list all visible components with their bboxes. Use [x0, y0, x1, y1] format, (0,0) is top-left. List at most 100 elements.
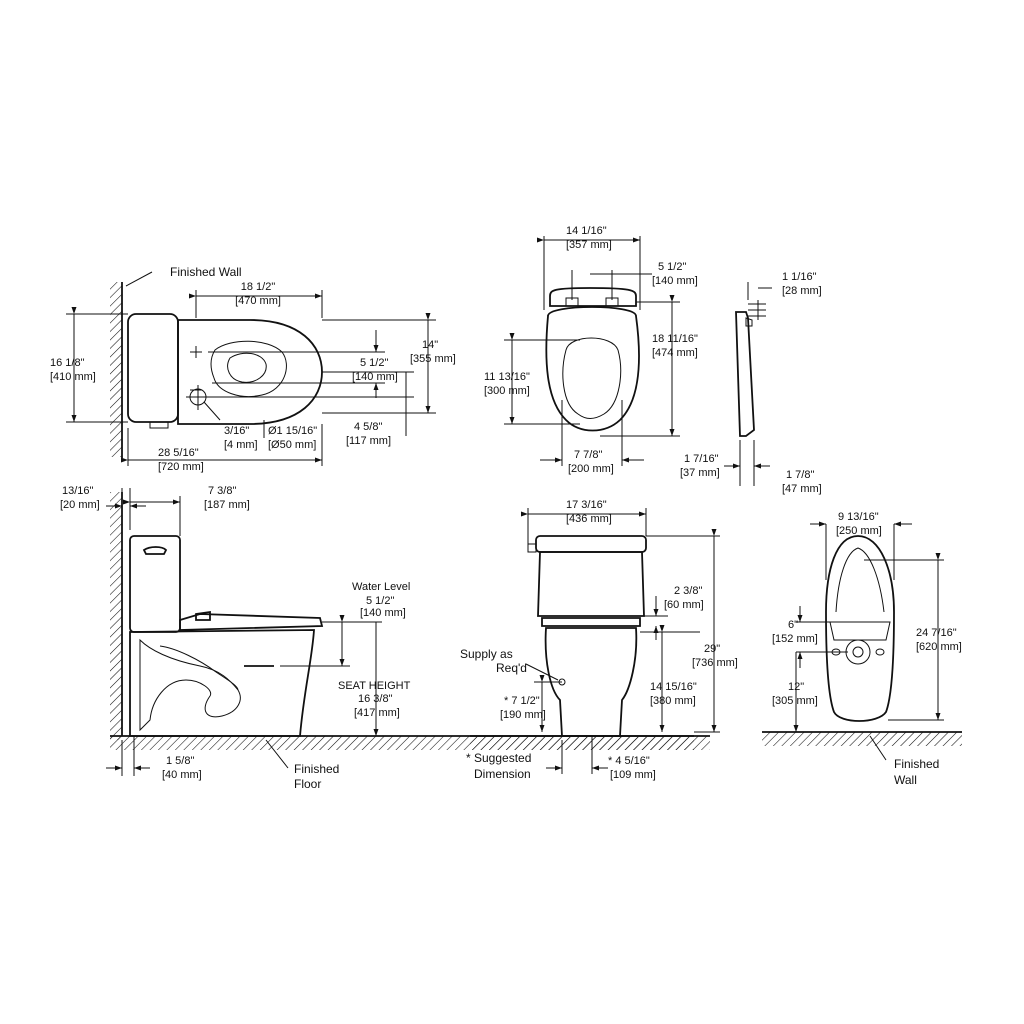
bowl-outline-top [177, 319, 323, 425]
tank-lid-front [535, 535, 647, 553]
rear-outlet [845, 639, 871, 665]
seat-side-view: 1 1/16" [28 mm] 1 7/16" [37 mm] 1 7/8" [… [680, 271, 822, 495]
suggested-label-2: Dimension [474, 767, 531, 781]
dim-seat-side-top: 1 1/16" [782, 271, 817, 283]
floor-hatch-front [470, 736, 694, 750]
seat-hinge-top [549, 287, 637, 307]
seat-profile [735, 311, 755, 437]
dim-rear-width-mm: [250 mm] [836, 525, 882, 537]
dim-front-width-mm: [436 mm] [566, 513, 612, 525]
tank-valve [149, 421, 169, 429]
water-level-label: Water Level [352, 581, 410, 593]
trapway [139, 638, 241, 732]
dim-seat-hinge: 5 1/2" [658, 261, 686, 273]
seat-profile-hinge [745, 317, 753, 327]
dim-base-offset-mm: [40 mm] [162, 769, 202, 781]
rear-tank-curve [835, 547, 885, 613]
dim-total-length-mm: [720 mm] [158, 461, 204, 473]
dim-hole-spacing-mm: [140 mm] [352, 371, 398, 383]
dim-opening-length-mm: [300 mm] [484, 385, 530, 397]
supply-label-2: Req'd [496, 661, 527, 675]
dim-small-mm: [4 mm] [224, 439, 258, 451]
top-view: 18 1/2" [470 mm] Finished Wall 16 1/8" [… [50, 265, 456, 473]
finished-floor-label-1: Finished [294, 762, 339, 776]
seat-hinge-side [195, 610, 211, 621]
dim-small: 3/16" [224, 425, 249, 437]
supply-label-1: Supply as [460, 647, 513, 661]
seat-side [179, 613, 324, 631]
suggested-label-1: * Suggested [466, 751, 531, 765]
dim-top-length: 18 1/2" [241, 281, 276, 293]
seat-height-label: SEAT HEIGHT [338, 680, 411, 692]
front-view: 17 3/16" [436 mm] 2 3/8" [60 mm] 29" [73… [460, 499, 738, 781]
dim-front-height-mm: [736 mm] [692, 657, 738, 669]
tank-outline-top [127, 313, 179, 423]
flush-lever-front [527, 543, 537, 553]
dim-rear-height: 24 7/16" [916, 627, 957, 639]
dim-tank-depth-mm: [187 mm] [204, 499, 250, 511]
dim-opening-width-mm: [200 mm] [568, 463, 614, 475]
tank-side [129, 535, 181, 633]
dim-drain: Ø1 15/16" [268, 425, 317, 437]
dim-front-width: 17 3/16" [566, 499, 607, 511]
dim-seat-side-b-mm: [47 mm] [782, 483, 822, 495]
tank-body-front [537, 551, 645, 617]
dim-rear-upper-mm: [152 mm] [772, 633, 818, 645]
trapway-inner [159, 645, 239, 691]
dim-seat-side-a-mm: [37 mm] [680, 467, 720, 479]
rear-view: 9 13/16" [250 mm] 24 7/16" [620 mm] 6" [… [762, 511, 962, 787]
dim-rear-lower-mm: [305 mm] [772, 695, 818, 707]
dim-rear-upper: 6" [788, 619, 798, 631]
dim-hole-spacing: 5 1/2" [360, 357, 388, 369]
rear-bolt-right [875, 648, 885, 656]
dim-seat-hinge-mm: [140 mm] [652, 275, 698, 287]
rear-bracket [829, 621, 891, 641]
dim-water-mm: [140 mm] [360, 607, 406, 619]
bowl-front [544, 627, 638, 737]
dim-supply-height: * 7 1/2" [504, 695, 540, 707]
dim-seat-width-mm: [357 mm] [566, 239, 612, 251]
dim-rim: 14 15/16" [650, 681, 697, 693]
dim-opening-length: 11 13/16" [484, 371, 530, 383]
dim-total-length: 28 5/16" [158, 447, 199, 459]
dim-rear-width: 9 13/16" [838, 511, 879, 523]
dim-lid: 2 3/8" [674, 585, 702, 597]
dim-offset: 4 5/8" [354, 421, 382, 433]
dim-base-offset: 1 5/8" [166, 755, 194, 767]
seat-opening [562, 337, 622, 419]
bowl-trap-top [227, 352, 267, 383]
dim-supply-offset: * 4 5/16" [608, 755, 650, 767]
dim-top-depth-mm: [410 mm] [50, 371, 96, 383]
dim-rim-mm: [380 mm] [650, 695, 696, 707]
dim-top-width: 14" [422, 339, 438, 351]
dim-offset-mm: [117 mm] [346, 435, 391, 447]
dim-seat-height-mm: [417 mm] [354, 707, 400, 719]
seat-outline [545, 306, 640, 432]
dim-wall-gap: 13/16" [62, 485, 94, 497]
dim-seat-side-top-mm: [28 mm] [782, 285, 822, 297]
dim-seat-side-a: 1 7/16" [684, 453, 719, 465]
bowl-side [129, 629, 315, 737]
dim-lid-mm: [60 mm] [664, 599, 704, 611]
rear-outlet-inner [852, 646, 864, 658]
dim-seat-length: 18 11/16" [652, 333, 698, 345]
dim-top-length-mm: [470 mm] [235, 295, 281, 307]
rear-finished-label-2: Wall [894, 773, 917, 787]
flush-handle [142, 546, 168, 555]
seat-front [541, 617, 641, 627]
dim-tank-depth: 7 3/8" [208, 485, 236, 497]
dim-supply-height-mm: [190 mm] [500, 709, 546, 721]
dim-seat-side-b: 1 7/8" [786, 469, 814, 481]
wall-hatch-side [110, 492, 122, 740]
rear-outline [825, 535, 895, 722]
dim-rear-height-mm: [620 mm] [916, 641, 962, 653]
bowl-inner-top [210, 340, 287, 397]
dim-wall-gap-mm: [20 mm] [60, 499, 100, 511]
dim-front-height: 29" [704, 643, 720, 655]
dim-drain-mm: [Ø50 mm] [268, 439, 316, 451]
finished-floor-label-2: Floor [294, 777, 321, 791]
dim-rear-lower: 12" [788, 681, 804, 693]
finished-wall-label: Finished Wall [170, 265, 242, 279]
dim-supply-offset-mm: [109 mm] [610, 769, 656, 781]
